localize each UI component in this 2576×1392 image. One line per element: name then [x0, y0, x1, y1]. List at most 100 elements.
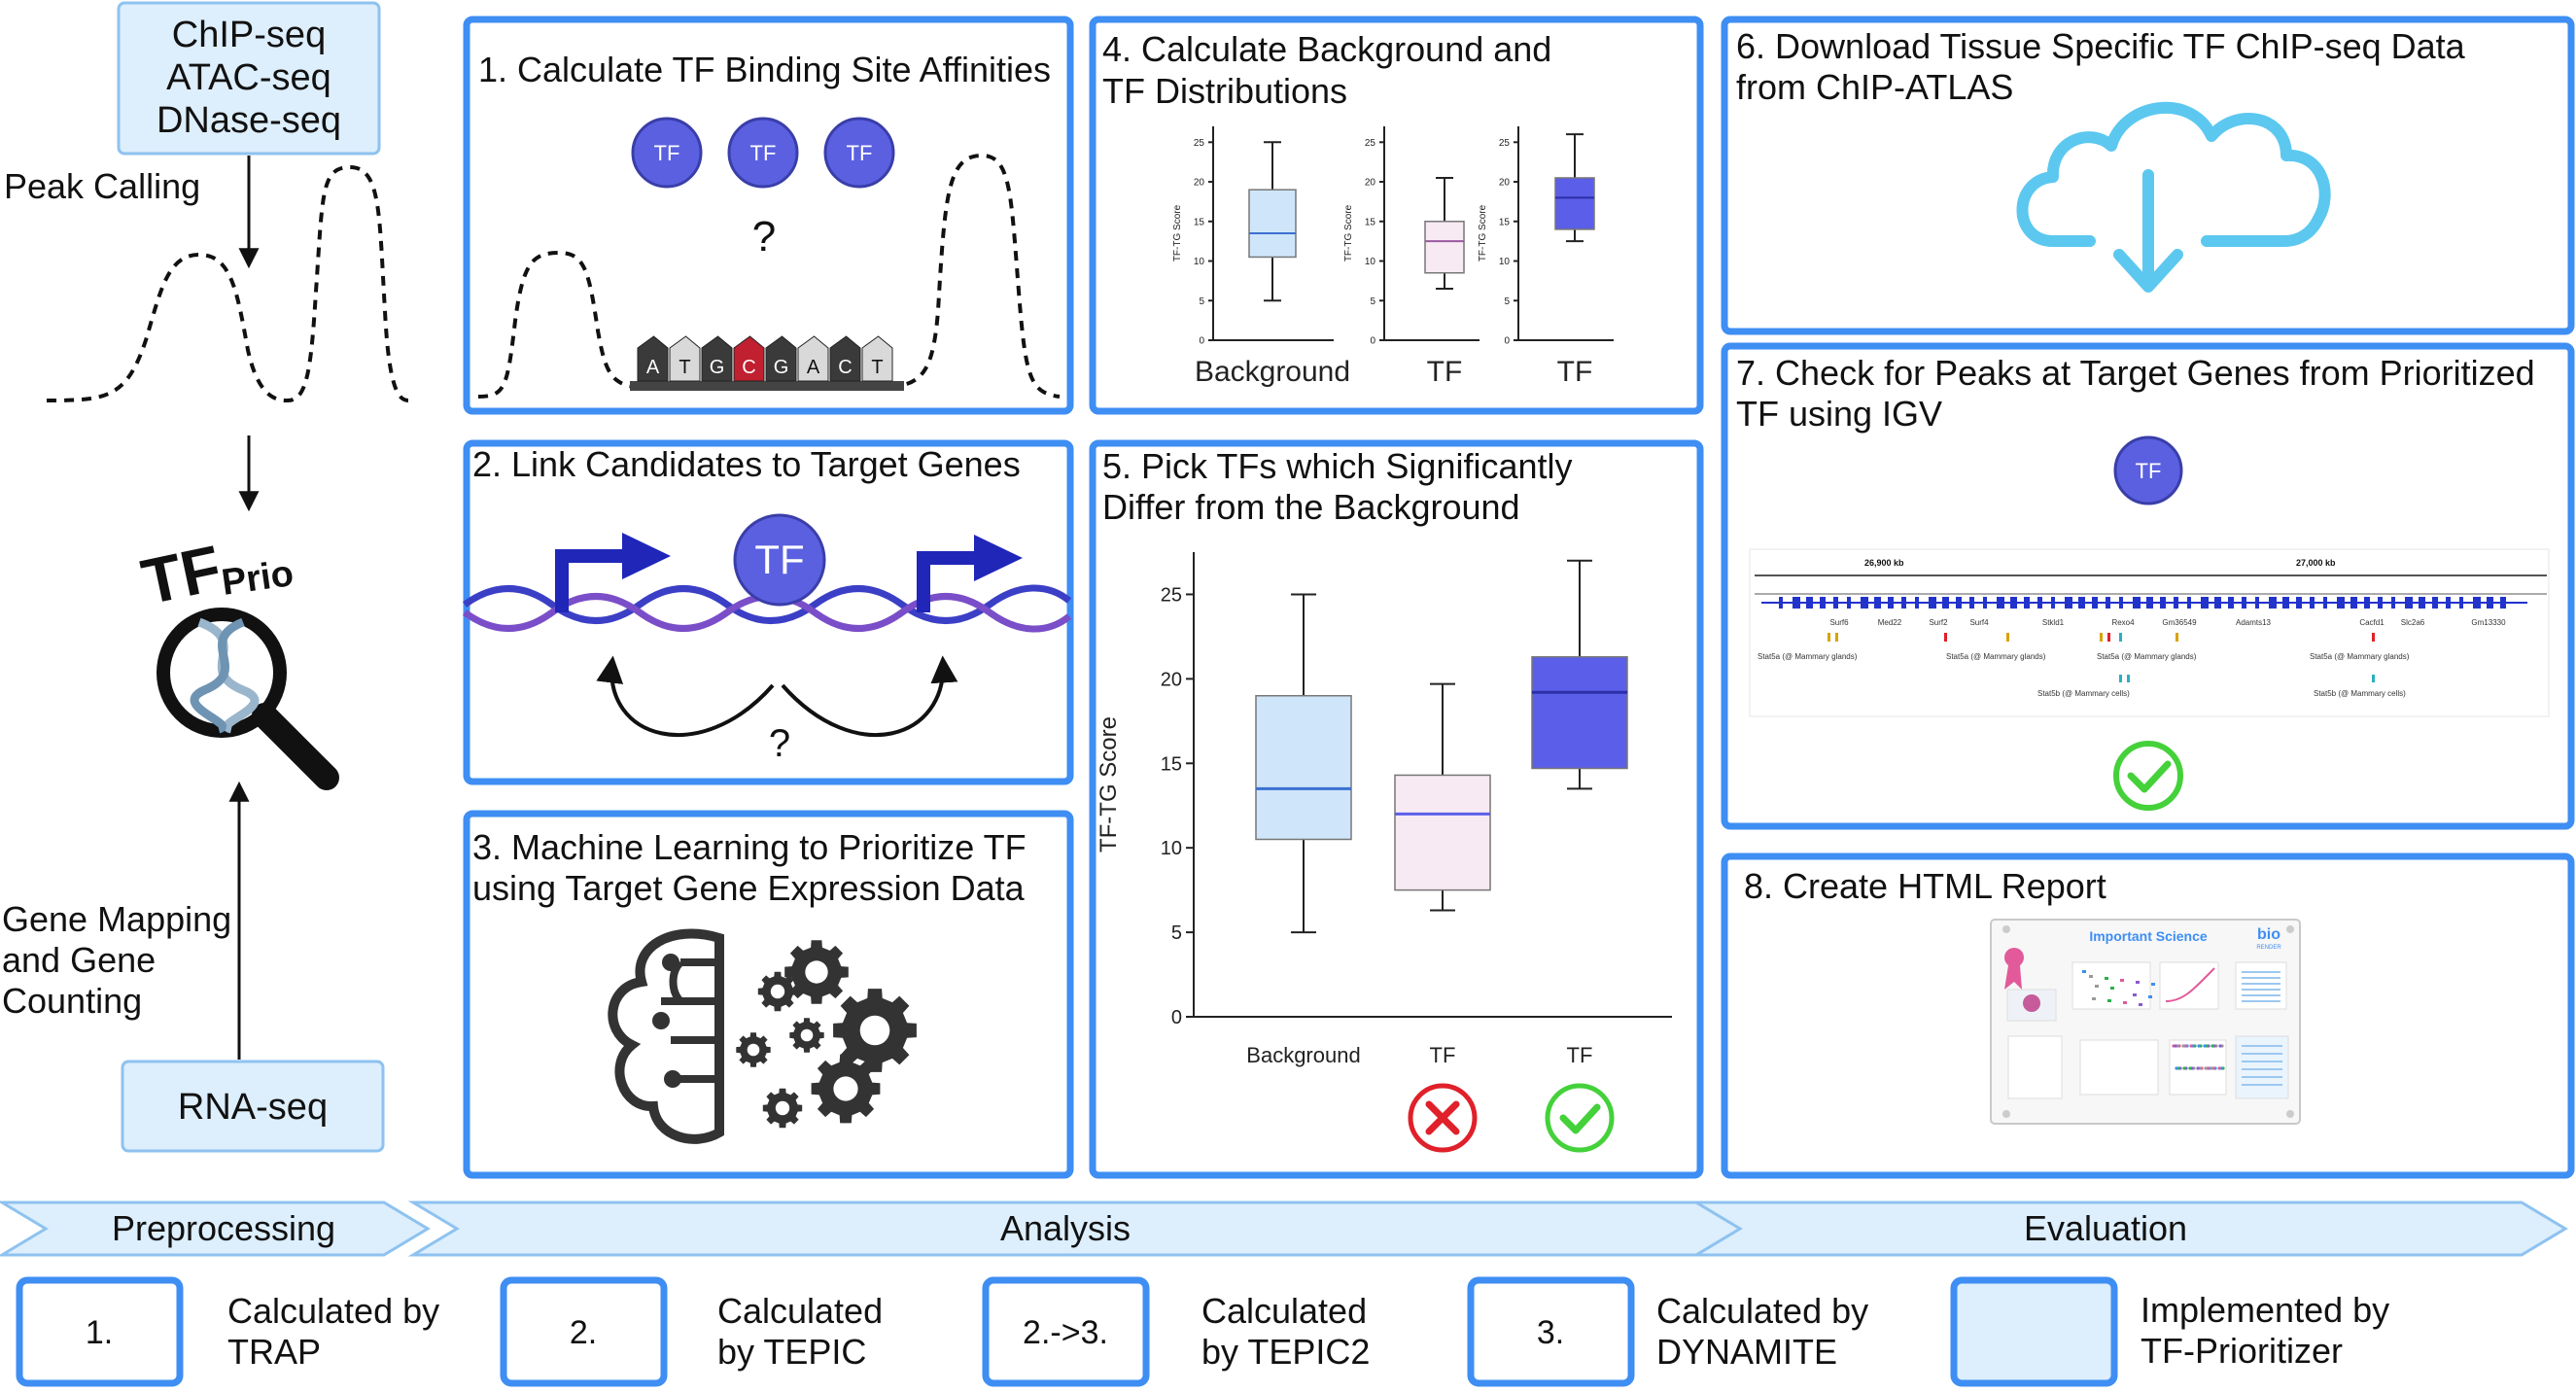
source-dnase-seq: DNase-seq: [157, 100, 341, 141]
peak-mark: [2119, 675, 2122, 682]
promoter-arrow-icon: [555, 549, 630, 612]
exon-block: [1861, 597, 1868, 609]
exon-block: [1874, 597, 1881, 609]
exon-block: [2419, 597, 2425, 609]
legend: 1. Calculated by TRAP 2. Calculated by T…: [16, 1276, 2389, 1387]
scatter-dot: [2182, 1066, 2186, 1070]
y-tick-label: 15: [1499, 217, 1511, 227]
y-tick-label: 0: [1171, 1007, 1182, 1028]
exon-block: [2106, 597, 2110, 609]
source-atac-seq: ATAC-seq: [166, 57, 331, 98]
exon-block: [2364, 597, 2370, 609]
exon-block: [1820, 597, 1826, 609]
stage-evaluation: Evaluation: [2024, 1208, 2187, 1248]
igv-gene-label: Med22: [1878, 618, 1902, 627]
panel-3-title-line2: using Target Gene Expression Data: [472, 868, 1026, 908]
scatter-dot: [2218, 1044, 2222, 1048]
exon-block: [2282, 597, 2289, 609]
tfprio-logo: TF Prio: [136, 532, 339, 790]
gear-hole: [775, 1100, 790, 1116]
igv-gene-label: Surf2: [1929, 618, 1948, 627]
logo-tf-text: TF: [136, 532, 227, 618]
peak-curve-left: [46, 164, 409, 403]
y-tick-label: 15: [1194, 217, 1205, 227]
base-tile: [669, 335, 701, 382]
exon-block: [1779, 597, 1783, 609]
igv-gene-label: Surf6: [1829, 618, 1849, 627]
legend-box-tepic2: [982, 1276, 1150, 1387]
peak-curve-p1-left: [477, 250, 638, 399]
left-column: ChIP-seq ATAC-seq DNase-seq Peak Calling…: [2, 1, 409, 1153]
y-tick-label: 25: [1161, 584, 1182, 606]
y-tick-label: 15: [1161, 753, 1182, 775]
chevron-preprocessing: [0, 1201, 431, 1257]
exon-block: [2473, 597, 2481, 609]
exon-block: [2446, 597, 2451, 609]
tf-circle-label: TF: [847, 141, 873, 165]
scatter-dot: [2175, 1066, 2178, 1070]
tf-circle-label: TF: [654, 141, 680, 165]
exon-block: [2146, 597, 2153, 609]
report-logo-sub: RENDER: [2256, 945, 2281, 951]
legend-box-trap: [16, 1276, 184, 1387]
gear-hole: [833, 1076, 858, 1101]
exon-block: [1929, 597, 1936, 609]
exon-block: [2391, 597, 2395, 609]
peak-mark: [2107, 633, 2110, 642]
box: [1394, 774, 1491, 891]
box: [1424, 221, 1465, 274]
x-category-label: TF: [1427, 356, 1463, 388]
panel-1-title: 1. Calculate TF Binding Site Affinities: [478, 50, 1051, 89]
panel-4-title-line1: 4. Calculate Background and: [1102, 29, 1551, 69]
base-letter: C: [838, 357, 852, 378]
panel-8: 8. Create HTML Report Important Science …: [1721, 853, 2575, 1179]
heat-cell: [2151, 983, 2155, 986]
panel-4: 4. Calculate Background and TF Distribut…: [1089, 16, 1704, 415]
igv-gene-label: Slc2a6: [2401, 618, 2425, 627]
exon-block: [2133, 597, 2141, 609]
report-logo: bio: [2257, 926, 2280, 943]
panel-5-title-line1: 5. Pick TFs which Significantly: [1102, 446, 1573, 486]
legend-text: Calculated by: [1656, 1291, 1868, 1331]
tf-circle-label: TF: [750, 141, 777, 165]
box: [1255, 694, 1352, 841]
peak-mark: [2372, 633, 2375, 642]
igv-track-label: Stat5b (@ Mammary cells): [2037, 689, 2130, 698]
panel-6-title-line2: from ChIP-ATLAS: [1736, 67, 2013, 107]
gear-hole: [800, 1028, 814, 1042]
panel-7-title-line2: TF using IGV: [1736, 394, 1942, 434]
box: [1531, 656, 1628, 770]
y-tick-label: 10: [1499, 257, 1511, 267]
y-axis-label: TF-TG Score: [1096, 716, 1122, 853]
exon-block: [2323, 597, 2327, 609]
panel-5: 5. Pick TFs which Significantly Differ f…: [1089, 439, 1704, 1179]
exon-block: [2092, 597, 2098, 609]
legend-text: by TEPIC: [717, 1332, 866, 1372]
y-axis-label: TF-TG Score: [1343, 204, 1354, 261]
heat-cell: [2082, 970, 2086, 973]
y-tick-label: 0: [1199, 336, 1204, 347]
igv-gene-label: Rexo4: [2111, 618, 2135, 627]
legend-box-label: 3.: [1537, 1314, 1564, 1351]
legend-box-dynamite: [1467, 1276, 1635, 1387]
gene-mapping-line2: and Gene: [2, 940, 156, 980]
link-question-mark: ?: [769, 722, 790, 765]
exon-block: [2010, 597, 2017, 609]
heat-cell: [2139, 1003, 2142, 1006]
heat-cell: [2105, 977, 2108, 980]
exon-block: [1997, 597, 2004, 609]
x-category-label: Background: [1195, 356, 1350, 388]
heat-cell: [2123, 1001, 2127, 1004]
igv-gene-label: Adamts13: [2236, 618, 2272, 627]
legend-text: TRAP: [227, 1332, 321, 1372]
scatter-dot: [2196, 1066, 2200, 1070]
exon-block: [2269, 597, 2277, 609]
scatter-dot: [2203, 1044, 2207, 1048]
logo-prio-text: Prio: [219, 553, 296, 604]
heat-cell: [2095, 985, 2099, 988]
heat-cell: [2148, 995, 2152, 998]
sequence-bar: [630, 381, 904, 391]
promoter-arrow-icon: [917, 551, 982, 612]
